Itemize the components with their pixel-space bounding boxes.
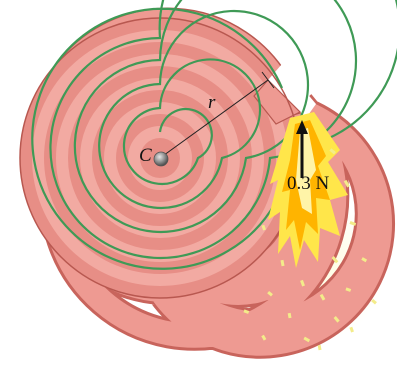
radius-line (159, 71, 275, 159)
center-label: C (139, 145, 152, 166)
coil-notch (268, 64, 316, 118)
force-label: 0.3 N (287, 173, 330, 194)
force-arrow (296, 120, 308, 178)
coil-tail (253, 79, 302, 125)
coil-rings (19, 17, 316, 299)
sparks (243, 148, 377, 351)
hub-dot (153, 151, 169, 167)
radius-label: r (208, 92, 216, 113)
exhaust-flame (268, 112, 348, 268)
